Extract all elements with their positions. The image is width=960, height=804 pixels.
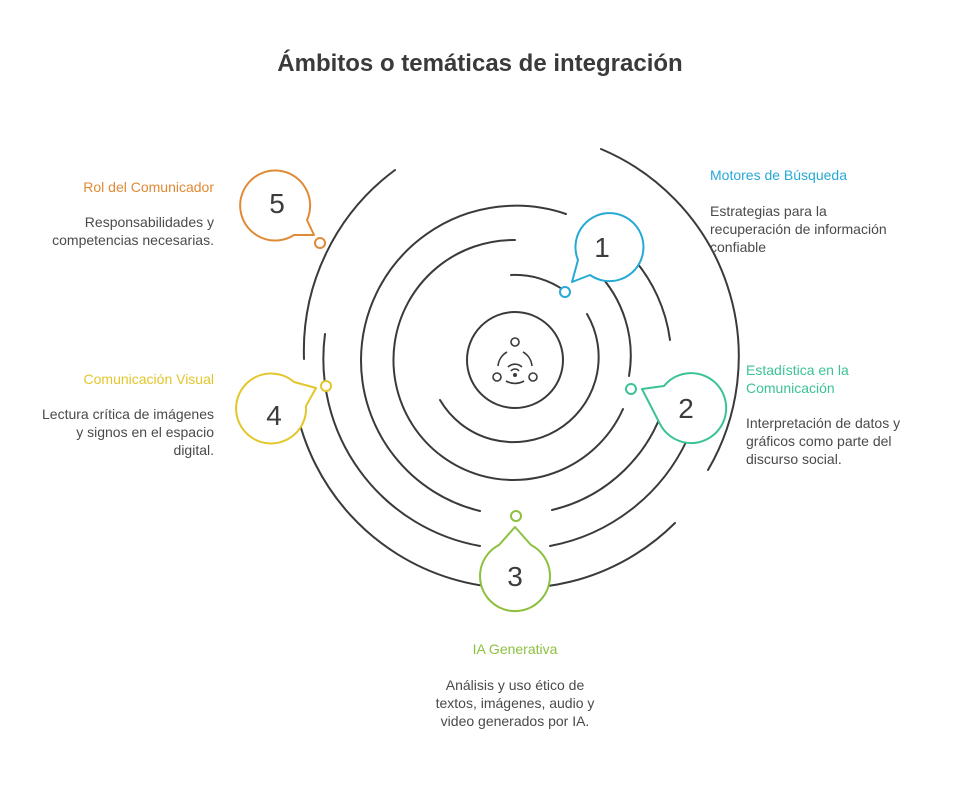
item-2-heading: Estadística en la Comunicación [746,362,849,396]
marker-2 [625,383,637,395]
bubble-2-number: 2 [678,393,694,424]
bubble-3-number: 3 [507,561,523,592]
ring-5-arc [295,148,740,590]
page-title: Ámbitos o temáticas de integración [277,50,683,77]
ring-4-arc [322,333,688,547]
bubble-1: 1 [559,212,645,298]
item-1-heading: Motores de Búsqueda [710,167,847,183]
item-4-label: Comunicación Visual Lectura crítica de i… [40,370,214,459]
bubble-4: 4 [235,372,332,445]
item-3-desc: Análisis y uso ético de textos, imágenes… [435,677,595,729]
bubble-1-number: 1 [594,232,610,263]
marker-1 [559,286,571,298]
bubble-5-number: 5 [269,188,285,219]
marker-3 [510,510,522,522]
ai-network-icon [492,337,538,385]
item-3-heading: IA Generativa [472,641,558,657]
bubble-2: 2 [625,372,728,445]
bubble-5: 5 [239,169,326,249]
item-5-heading: Rol del Comunicador [83,179,214,195]
item-3-label: IA Generativa Análisis y uso ético de te… [415,640,615,730]
item-4-desc: Lectura crítica de imágenes y signos en … [42,406,214,458]
item-2-label: Estadística en la Comunicación Interpret… [746,361,921,468]
marker-4 [320,380,332,392]
bubble-3: 3 [479,510,551,613]
bubble-4-number: 4 [266,400,282,431]
ring-1-arc [439,273,600,444]
item-1-label: Motores de Búsqueda Estrategias para la … [710,166,900,256]
core-circle [466,311,564,409]
item-5-desc: Responsabilidades y competencias necesar… [52,214,214,248]
item-5-label: Rol del Comunicador Responsabilidades y … [30,178,214,249]
item-4-heading: Comunicación Visual [83,371,214,387]
item-2-desc: Interpretación de datos y gráficos como … [746,415,901,467]
marker-5 [314,237,326,249]
item-1-desc: Estrategias para la recuperación de info… [710,203,887,255]
